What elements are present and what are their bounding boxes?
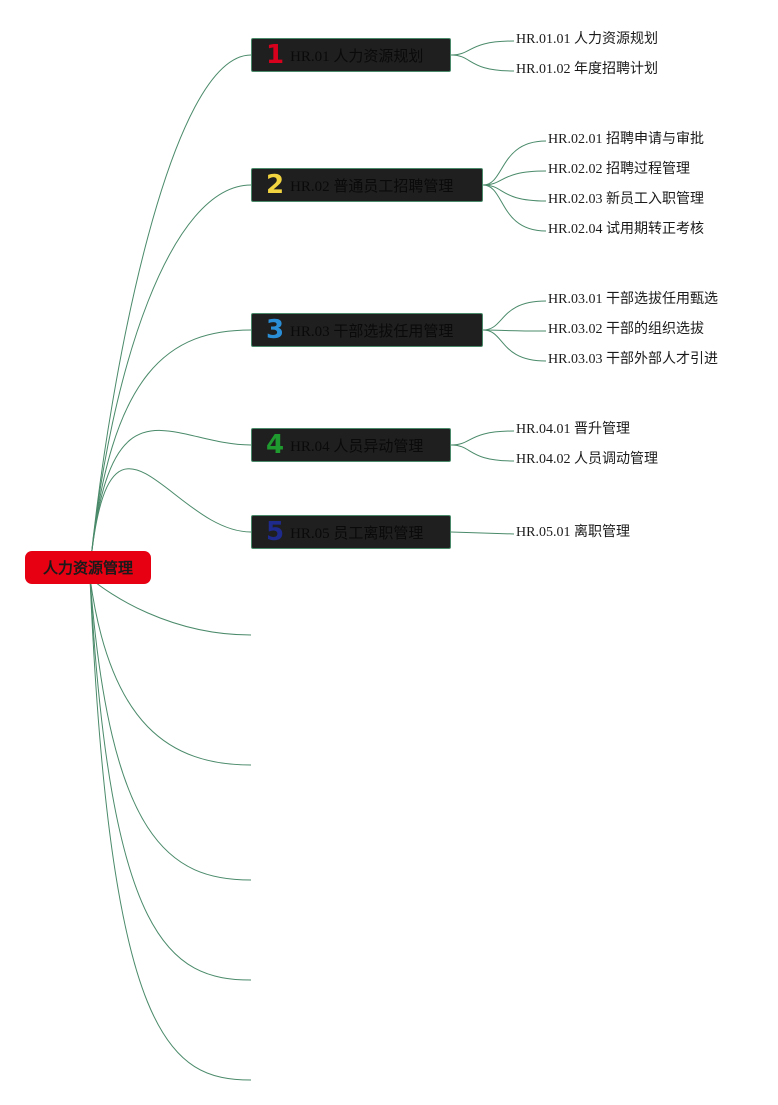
leaf-item[interactable]: HR.02.01 招聘申请与审批 [548,132,704,147]
branch-label: HR.03 干部选拔任用管理 [290,323,454,340]
leaf-item[interactable]: HR.02.03 新员工入职管理 [548,192,704,207]
leaf-connector [482,170,547,186]
leaf-item[interactable]: HR.03.02 干部的组织选拔 [548,322,704,337]
leaf-item[interactable]: HR.01.01 人力资源规划 [516,32,658,47]
branch-label: HR.01 人力资源规划 [290,48,424,65]
leaf-connector [482,184,547,232]
root-connector-2 [89,184,252,569]
leaf-item[interactable]: HR.04.02 人员调动管理 [516,452,658,467]
leaf-item[interactable]: HR.01.02 年度招聘计划 [516,62,658,77]
branch-node-3[interactable]: 3 HR.03 干部选拔任用管理 [251,313,483,347]
leaf-connector [482,329,547,362]
leaf-item[interactable]: HR.02.02 招聘过程管理 [548,162,690,177]
root-connector-1 [89,54,252,569]
root-label: 人力资源管理 [42,559,133,577]
empty-connector-1 [89,577,252,636]
leaf-connector [450,531,515,535]
branch-number-icon: 2 [266,170,285,200]
root-node[interactable]: 人力资源管理 [25,551,151,584]
leaf-connector [482,300,547,331]
branch-node-1[interactable]: 1 HR.01 人力资源规划 [251,38,451,72]
leaf-item[interactable]: HR.03.01 干部选拔任用甄选 [548,292,718,307]
root-connector-5 [89,468,252,569]
branch-number-icon: 5 [266,517,285,547]
leaf-connector [482,329,547,332]
leaf-connector [450,444,515,462]
leaf-connector [450,430,515,446]
leaf-connector [450,54,515,72]
branch-node-5[interactable]: 5 HR.05 员工离职管理 [251,515,451,549]
branch-label: HR.04 人员异动管理 [290,438,424,455]
leaf-item[interactable]: HR.03.03 干部外部人才引进 [548,352,718,367]
branch-label: HR.02 普通员工招聘管理 [290,178,454,195]
branch-node-4[interactable]: 4 HR.04 人员异动管理 [251,428,451,462]
leaf-item[interactable]: HR.05.01 离职管理 [516,525,630,540]
branch-number-icon: 1 [266,40,285,70]
branch-node-2[interactable]: 2 HR.02 普通员工招聘管理 [251,168,483,202]
leaf-item[interactable]: HR.04.01 晋升管理 [516,422,630,437]
empty-connector-5 [89,577,252,1081]
leaf-connector [482,184,547,202]
root-connector-4 [89,429,252,569]
leaf-connector [482,140,547,186]
branch-number-icon: 3 [266,315,285,345]
branch-number-icon: 4 [266,430,285,460]
empty-connector-3 [89,577,252,881]
leaf-connector [450,40,515,56]
empty-connector-4 [89,577,252,981]
branch-label: HR.05 员工离职管理 [290,525,424,542]
leaf-item[interactable]: HR.02.04 试用期转正考核 [548,222,704,237]
root-connector-3 [89,329,252,569]
empty-connector-2 [89,577,252,766]
